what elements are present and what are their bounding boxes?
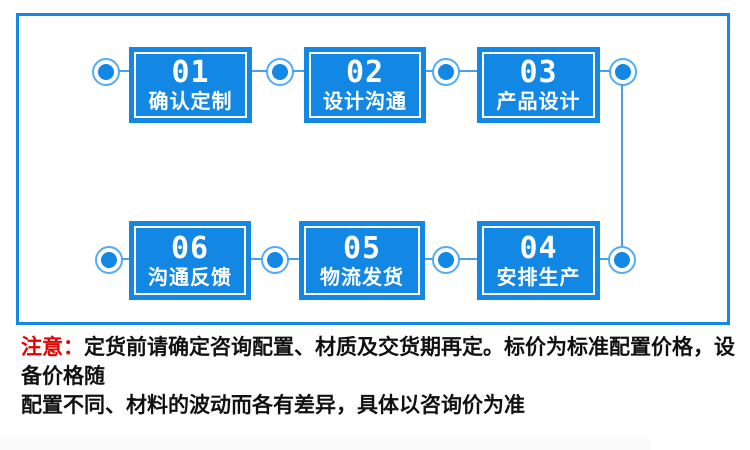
connector-line-h xyxy=(122,258,129,260)
connector-line-h xyxy=(293,70,305,72)
step-number: 04 xyxy=(519,230,558,266)
step-number: 06 xyxy=(170,230,210,266)
step-label: 产品设计 xyxy=(496,89,581,113)
step-label: 安排生产 xyxy=(496,264,581,289)
connector-line-h xyxy=(459,70,477,72)
connector-line-h xyxy=(252,70,267,72)
footer-band xyxy=(0,437,651,450)
step-number: 03 xyxy=(519,55,558,90)
step-inner-border: 05 物流发货 xyxy=(304,226,420,295)
step-box-05: 05 物流发货 xyxy=(299,221,425,300)
step-box-04: 04 安排生产 xyxy=(477,221,600,300)
node-dot xyxy=(98,64,114,80)
node-dot xyxy=(101,252,117,268)
connector-node xyxy=(266,58,294,86)
step-box-01: 01 确认定制 xyxy=(129,47,252,123)
node-dot xyxy=(438,64,454,80)
node-dot xyxy=(267,252,283,268)
connector-line-h xyxy=(426,70,433,72)
connector-node xyxy=(432,58,460,86)
notice-prefix: 注意： xyxy=(21,335,84,359)
node-dot xyxy=(272,64,288,80)
connector-line-h xyxy=(288,258,299,260)
step-label: 设计沟通 xyxy=(323,89,407,113)
notice-line-1: 注意：定货前请确定咨询配置、材质及交货期再定。标价为标准配置价格，设备价格随 xyxy=(21,333,737,391)
notice-line-2: 配置不同、材料的波动而各有差异，具体以咨询价为准 xyxy=(21,393,525,417)
step-box-03: 03 产品设计 xyxy=(477,47,600,123)
connector-node xyxy=(609,58,637,86)
step-label: 沟通反馈 xyxy=(148,264,232,289)
step-inner-border: 01 确认定制 xyxy=(134,52,247,118)
notice: 注意：定货前请确定咨询配置、材质及交货期再定。标价为标准配置价格，设备价格随 配… xyxy=(21,333,737,420)
step-inner-border: 06 沟通反馈 xyxy=(134,226,246,295)
step-number: 02 xyxy=(345,55,385,90)
node-dot xyxy=(438,252,454,268)
connector-line-h xyxy=(459,258,477,260)
connector-line-h xyxy=(600,70,610,72)
notice-text-1: 定货前请确定咨询配置、材质及交货期再定。标价为标准配置价格，设备价格随 xyxy=(21,335,735,388)
step-label: 物流发货 xyxy=(320,264,404,289)
node-dot xyxy=(614,252,630,268)
flowchart-panel: 01 确认定制 02 设计沟通 03 产品设计 06 沟通反馈 05 xyxy=(16,13,730,325)
node-dot xyxy=(615,64,631,80)
step-inner-border: 04 安排生产 xyxy=(482,226,595,295)
connector-line-h xyxy=(119,70,130,72)
connector-line-h xyxy=(251,258,262,260)
connector-node xyxy=(92,58,120,86)
step-box-06: 06 沟通反馈 xyxy=(129,221,251,300)
step-inner-border: 02 设计沟通 xyxy=(309,52,421,118)
step-box-02: 02 设计沟通 xyxy=(304,47,426,123)
connector-node xyxy=(608,246,636,274)
connector-node xyxy=(261,246,289,274)
step-number: 01 xyxy=(171,55,210,90)
connector-node xyxy=(432,246,460,274)
connector-line-h xyxy=(425,258,433,260)
step-number: 05 xyxy=(342,230,382,266)
connector-line-h xyxy=(600,258,609,260)
connector-line-v xyxy=(621,84,623,246)
connector-node xyxy=(95,246,123,274)
step-inner-border: 03 产品设计 xyxy=(482,52,595,118)
step-label: 确认定制 xyxy=(148,89,233,113)
